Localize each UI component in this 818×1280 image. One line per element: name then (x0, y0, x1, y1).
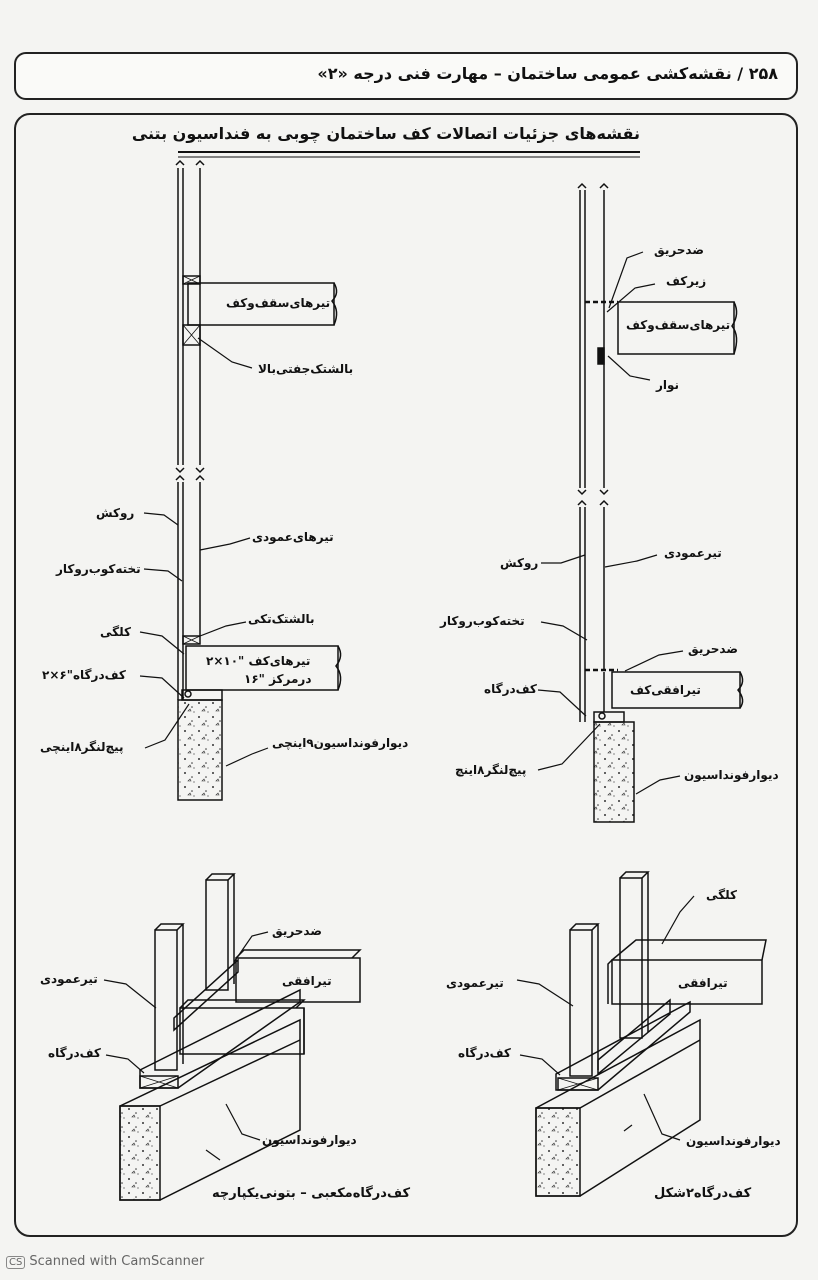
label-left-corner: کلگی (100, 625, 131, 639)
label-iso-right-foundation: دیوارفونداسیون (686, 1134, 781, 1148)
right-isometric-detail (516, 871, 767, 1197)
label-right-anchor: پیچ‌لنگر۸اینچ (455, 763, 527, 777)
label-left-sheathing: روکش (96, 506, 135, 520)
label-right-firestop-top: ضدحریق (654, 243, 704, 257)
label-left-foundation: دیوارفونداسیون۹اینچی (272, 736, 409, 750)
left-section-detail (139, 159, 342, 801)
caption-iso-right: کف‌درگاه۲شکل (654, 1186, 752, 1201)
label-right-subfloor-top: زیرکف (666, 274, 707, 288)
caption-iso-left: کف‌درگاه‌مکعبی – بتونی‌یکپارچه (212, 1186, 411, 1201)
label-right-joist: تیرافقی‌کف (630, 683, 701, 697)
label-right-joist-upper: تیرهای‌سقف‌وکف (626, 318, 731, 332)
label-right-subfloor: تخته‌کوب‌روکار (440, 614, 525, 628)
label-left-joist-lower-2: درمرکز "۱۶ (244, 672, 312, 686)
label-left-blocking-double: بالشتک‌جفتی‌بالا (258, 362, 354, 376)
camscanner-icon: CS (6, 1256, 26, 1269)
label-right-sill: کف‌درگاه (484, 682, 537, 696)
label-right-sheathing: روکش (500, 556, 539, 570)
label-left-anchor: پیچ‌لنگر۸اینچی (40, 740, 124, 754)
label-iso-left-stud: تیرعمودی (40, 972, 98, 986)
right-section-detail (537, 182, 744, 823)
label-iso-right-stud: تیرعمودی (446, 976, 504, 990)
label-left-subfloor: تخته‌کوب‌روکار (56, 562, 141, 576)
page-header: ۲۵۸ / نقشه‌کشی عمومی ساختمان – مهارت فنی… (14, 52, 798, 100)
label-right-foundation: دیوارفونداسیون (684, 768, 779, 782)
label-left-joist-lower-1: تیرهای‌کف "۱۰×۲ (206, 654, 311, 668)
label-iso-left-firestop: ضدحریق (272, 924, 322, 938)
label-left-blocking-single: بالشتک‌تکی (248, 612, 315, 626)
label-iso-left-joist: تیرافقی (282, 974, 332, 988)
label-iso-right-sill: کف‌درگاه (458, 1046, 511, 1060)
label-left-studs: تیرهای‌عمودی (252, 530, 334, 544)
footer-text: Scanned with CamScanner (29, 1254, 205, 1269)
label-left-sill: کف‌درگاه"۶×۲ (42, 668, 126, 682)
book-title: / نقشه‌کشی عمومی ساختمان – مهارت فنی درج… (317, 64, 744, 83)
label-iso-right-joist: تیرافقی (678, 976, 728, 990)
content-frame (14, 113, 798, 1237)
label-right-ribbon: نوار (656, 378, 680, 392)
label-left-joist-upper: تیرهای‌سقف‌وکف (226, 296, 331, 310)
label-iso-left-sill: کف‌درگاه (48, 1046, 101, 1060)
left-isometric-detail (103, 873, 362, 1201)
page-number: ۲۵۸ (748, 64, 778, 83)
figure-title: نقشه‌های جزئیات اتصالات کف ساختمان چوبی … (131, 124, 640, 143)
label-iso-right-corner: کلگی (706, 888, 737, 902)
label-right-stud: تیرعمودی (664, 546, 722, 560)
label-iso-left-foundation: دیوارفونداسیون (262, 1133, 357, 1147)
label-right-firestop: ضدحریق (688, 642, 738, 656)
